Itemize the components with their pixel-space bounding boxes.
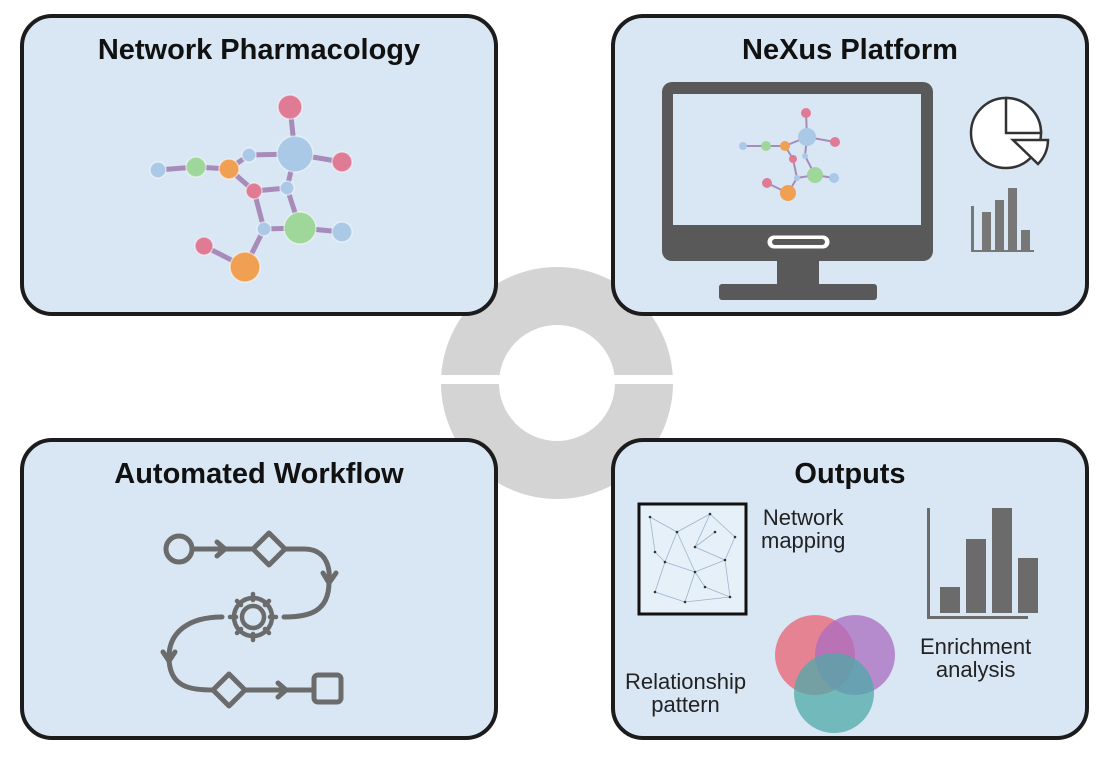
nexus-platform-panel: NeXus Platform xyxy=(611,14,1089,316)
enrichment-analysis-line-1: Enrichment xyxy=(920,634,1032,659)
network-mapping-line-2: mapping xyxy=(761,528,846,553)
automated-workflow-title: Automated Workflow xyxy=(114,458,404,490)
pie-chart-icon xyxy=(969,96,1050,170)
enrichment-analysis-label: Enrichment analysis xyxy=(920,635,1031,681)
monitor-icon xyxy=(662,82,933,300)
venn-diagram-icon xyxy=(775,615,895,733)
enrichment-bar-chart xyxy=(927,508,1038,619)
network-pharmacology-panel: Network Pharmacology xyxy=(20,14,498,316)
network-pharmacology-title: Network Pharmacology xyxy=(97,34,421,66)
molecular-network-icon xyxy=(149,94,353,283)
bar-chart-icon xyxy=(971,188,1034,252)
automated-workflow-panel: Automated Workflow xyxy=(20,438,498,740)
network-mapping-line-1: Network xyxy=(762,505,844,530)
outputs-panel: Outputs xyxy=(611,438,1089,740)
workflow-icon xyxy=(160,530,344,709)
network-mapping-graphic xyxy=(637,502,748,616)
network-mapping-label: Network mapping xyxy=(761,506,845,552)
relationship-pattern-label: Relationship pattern xyxy=(625,670,746,716)
outputs-title: Outputs xyxy=(794,458,906,490)
nexus-platform-title: NeXus Platform xyxy=(742,34,958,66)
relationship-pattern-line-2: pattern xyxy=(651,692,720,717)
enrichment-analysis-line-2: analysis xyxy=(935,657,1016,682)
relationship-pattern-line-1: Relationship xyxy=(625,669,747,694)
